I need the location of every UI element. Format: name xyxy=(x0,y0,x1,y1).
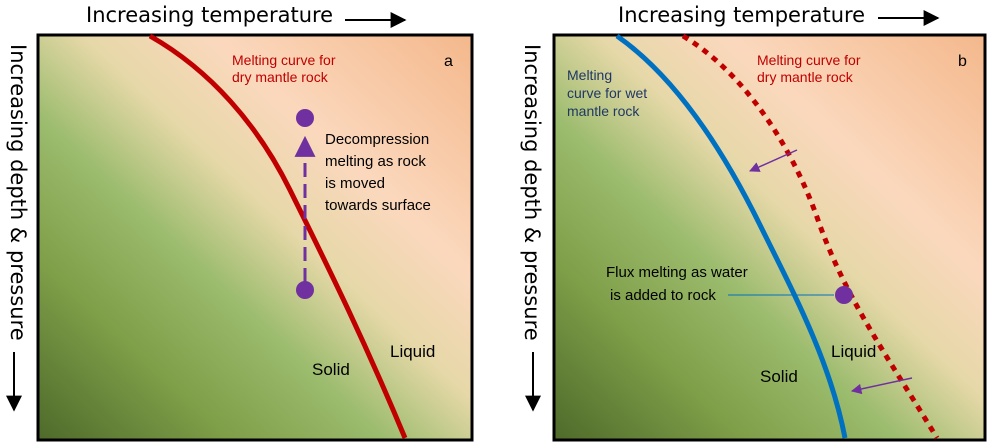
decompression-label-line4: towards surface xyxy=(325,197,431,214)
liquid-label-b: Liquid xyxy=(831,342,876,361)
decompression-label-line3: is moved xyxy=(325,175,385,192)
decompression-label-line1: Decompression xyxy=(325,131,429,148)
dry-melting-curve-b xyxy=(681,33,940,440)
panel-b-frame xyxy=(552,33,987,442)
dry-curve-label-a-line2: dry mantle rock xyxy=(232,69,329,85)
temperature-axis-label-b: Increasing temperature xyxy=(618,3,866,27)
solid-label-b: Solid xyxy=(760,367,798,386)
start-point-marker-a xyxy=(296,281,314,299)
wet-curve-label-line3: mantle rock xyxy=(567,103,640,119)
panel-letter-a: a xyxy=(444,53,453,70)
dry-melting-curve-a xyxy=(148,33,408,439)
flux-point-marker xyxy=(835,286,853,304)
curve-shift-arrow-upper xyxy=(749,149,798,172)
decompression-label-line2: melting as rock xyxy=(325,153,426,170)
panel-letter-b: b xyxy=(958,53,967,70)
flux-label-line1: Flux melting as water xyxy=(606,264,748,281)
solid-label-a: Solid xyxy=(312,360,350,379)
end-point-marker-a xyxy=(296,109,314,127)
liquid-label-a: Liquid xyxy=(390,342,435,361)
panel-b: b Melting curve for wet mantle rock Melt… xyxy=(552,33,987,442)
curve-shift-arrow-lower xyxy=(850,377,913,395)
temperature-axis-label-a: Increasing temperature xyxy=(86,3,334,27)
wet-curve-label-line2: curve for wet xyxy=(567,85,647,101)
panel-a-frame xyxy=(36,33,474,442)
dry-curve-label-b-line2: dry mantle rock xyxy=(757,69,854,85)
dry-curve-label-a-line1: Melting curve for xyxy=(232,52,336,68)
panel-a: a Melting curve for dry mantle rock Deco… xyxy=(36,33,474,442)
wet-curve-label-line1: Melting xyxy=(567,67,612,83)
dry-curve-label-b-line1: Melting curve for xyxy=(757,52,861,68)
wet-melting-curve-b xyxy=(615,33,848,439)
flux-label-line2: is added to rock xyxy=(610,287,716,304)
